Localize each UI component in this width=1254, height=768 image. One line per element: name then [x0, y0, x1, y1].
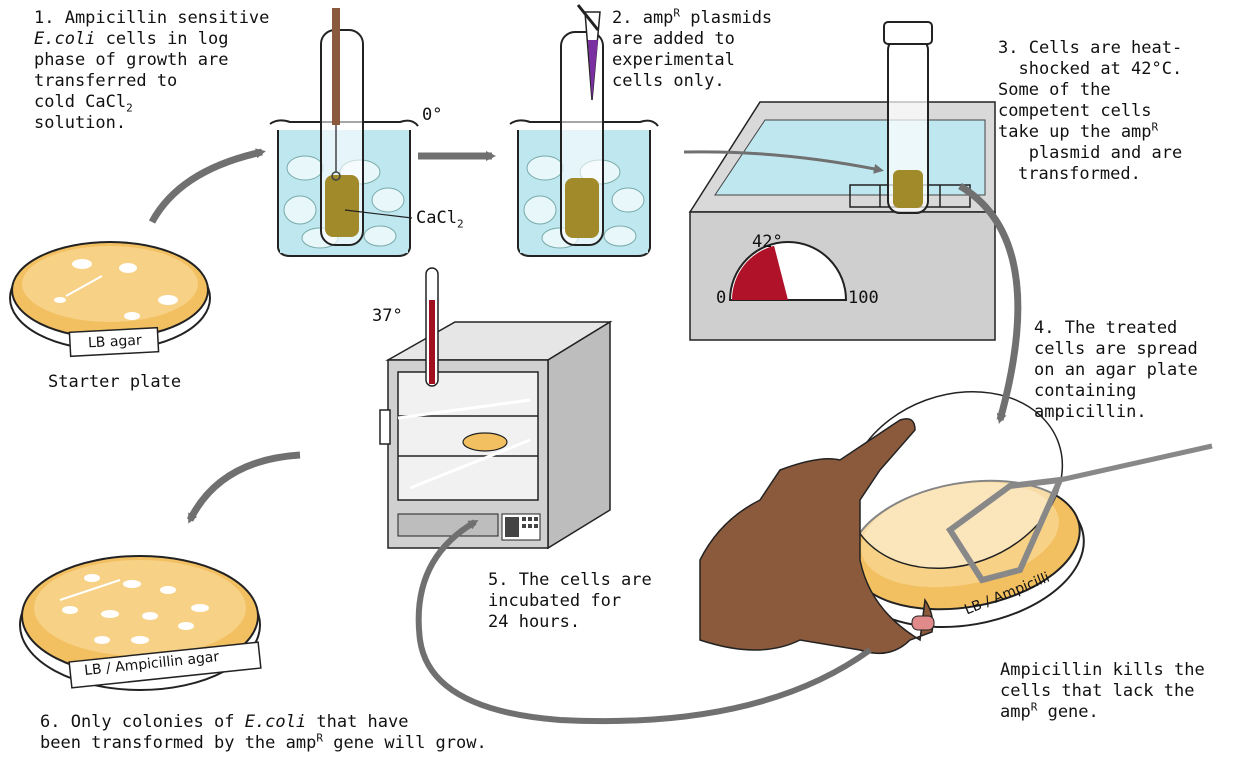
beaker-cacl2 — [270, 8, 418, 256]
incubator — [380, 268, 610, 548]
cacl2-label: CaCl2 — [416, 208, 464, 229]
arrow-incubator-to-final-plate — [190, 455, 300, 520]
gauge-max-label: 100 — [848, 288, 879, 309]
step5-text: 5. The cells are incubated for 24 hours. — [488, 570, 652, 633]
arrow-plate-to-beaker — [152, 152, 262, 222]
step6-text: 6. Only colonies of E.coli that have bee… — [40, 712, 487, 754]
gauge-min-label: 0 — [716, 288, 726, 309]
step2-text: 2. ampR plasmids are added to experiment… — [612, 8, 772, 92]
starter-plate-caption: Starter plate — [48, 372, 181, 393]
zero-degree-label: 0° — [422, 105, 442, 126]
step3-text: 3. Cells are heat- shocked at 42°C. Some… — [998, 38, 1182, 185]
step1-text: 1. Ampicillin sensitive E.coli cells in … — [34, 8, 269, 134]
ecoli-italic: E.coli — [34, 29, 95, 49]
incubator-temp-label: 37° — [372, 306, 403, 327]
step4-text: 4. The treated cells are spread on an ag… — [1034, 318, 1198, 423]
kill-note-text: Ampicillin kills the cells that lack the… — [1000, 660, 1205, 723]
gauge-top-label: 42° — [752, 232, 783, 253]
starter-plate-label: LB agar — [88, 333, 142, 352]
